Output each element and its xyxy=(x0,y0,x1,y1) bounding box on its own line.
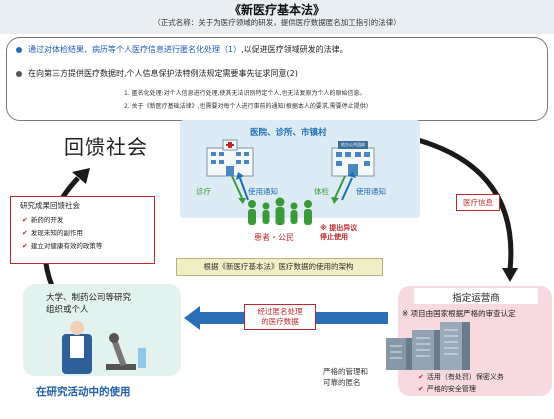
summary-point-2: 在向第三方提供医疗数据时,个人信息保护法特例法规定需要事先征求同意(2) xyxy=(28,69,298,78)
research-title: 在研究活动中的使用 xyxy=(36,386,131,398)
hospital-building-icon xyxy=(206,139,254,177)
check-icon: ✔ xyxy=(22,229,28,237)
check-icon: ✔ xyxy=(418,373,424,381)
research-panel xyxy=(23,284,181,376)
label-notice-1: 使用通知 xyxy=(248,187,278,196)
arrow-to-feedback-head xyxy=(72,168,90,184)
feedback-item: ✔建立对健康有效的政策等 xyxy=(22,242,103,250)
point1-suffix: 以促进医疗领域研发的法律。 xyxy=(243,45,348,54)
architecture-box xyxy=(176,258,383,276)
medical-info-label: 医疗信息 xyxy=(456,194,500,211)
feedback-society-title: 回馈社会 xyxy=(64,135,148,159)
feedback-box xyxy=(10,196,155,264)
building-sign: 地方公共团体 xyxy=(341,142,365,147)
bullet-blue-icon xyxy=(16,47,22,53)
operator-note: ※ 项目由国家根据严格的审查认定 xyxy=(402,309,516,318)
feedback-item: ✔发现未知的副作用 xyxy=(22,229,83,237)
check-icon: ✔ xyxy=(22,242,28,250)
operator-duty-1: ✔活用（有处罚）保密义务 xyxy=(418,373,504,381)
municipal-building-icon xyxy=(331,141,375,177)
label-notice-2: 使用通知 xyxy=(356,187,386,196)
patients-label: 患者・公民 xyxy=(254,233,294,242)
researcher-microscope-icon xyxy=(62,321,146,374)
check-icon: ✔ xyxy=(418,385,424,393)
header-bar xyxy=(0,0,554,34)
operator-title: 指定运营商 xyxy=(452,293,500,304)
arrow-to-operator xyxy=(417,137,514,271)
page-subtitle: （正式名称：关于为医疗领域的研发，提供医疗数据匿名加工指引的法律） xyxy=(153,18,401,27)
operator-duty-2: ✔严格的安全管理 xyxy=(418,385,476,393)
objection-label: ※ 提出异议 停止使用 xyxy=(320,224,358,241)
hospital-title: 医院、诊所、市镇村 xyxy=(250,128,327,138)
feedback-item: ✔新药的开发 xyxy=(22,216,64,224)
point1-highlight: 通过对体检结果、病历等个人医疗信息进行匿名化处理（1） xyxy=(28,45,242,54)
hospital-flow-arrows xyxy=(231,172,356,204)
architecture-label: 根据《新医疗基本法》医疗数据的使用的架构 xyxy=(203,262,354,271)
arrow-to-operator-head xyxy=(502,268,518,282)
anon-data-label: 经过匿名处理 的医疗数据 xyxy=(244,304,316,330)
label-clinic: 诊疗 xyxy=(196,187,211,196)
summary-note-1: 1. 匿名化处理:对个人信息进行处理,使其无法识别特定个人,也无法复原为个人的原… xyxy=(124,90,366,97)
people-group-icon xyxy=(248,197,312,225)
label-checkup: 体检 xyxy=(314,187,329,196)
summary-point-1: 通过对体检结果、病历等个人医疗信息进行匿名化处理（1）,以促进医疗领域研发的法律… xyxy=(28,45,348,54)
strict-management-label: 严格的管理和 可靠的匿名 xyxy=(323,367,368,387)
bullet-gray-icon xyxy=(16,71,22,77)
feedback-box-title: 研究成果回馈社会 xyxy=(20,201,80,210)
server-towers-icon xyxy=(386,322,470,370)
page-title: 《新医疗基本法》 xyxy=(228,3,325,17)
research-org-label: 大学、制药公司等研究 组织或个人 xyxy=(46,293,132,315)
summary-box xyxy=(6,37,548,121)
operator-title-bg xyxy=(414,288,538,304)
check-icon: ✔ xyxy=(22,216,28,224)
summary-note-2: 2. 关于《新医疗基础法律》,也需要对每个人进行事前的通知(根据本人的要求,需要… xyxy=(124,103,369,110)
arrow-to-research-head xyxy=(184,306,200,330)
